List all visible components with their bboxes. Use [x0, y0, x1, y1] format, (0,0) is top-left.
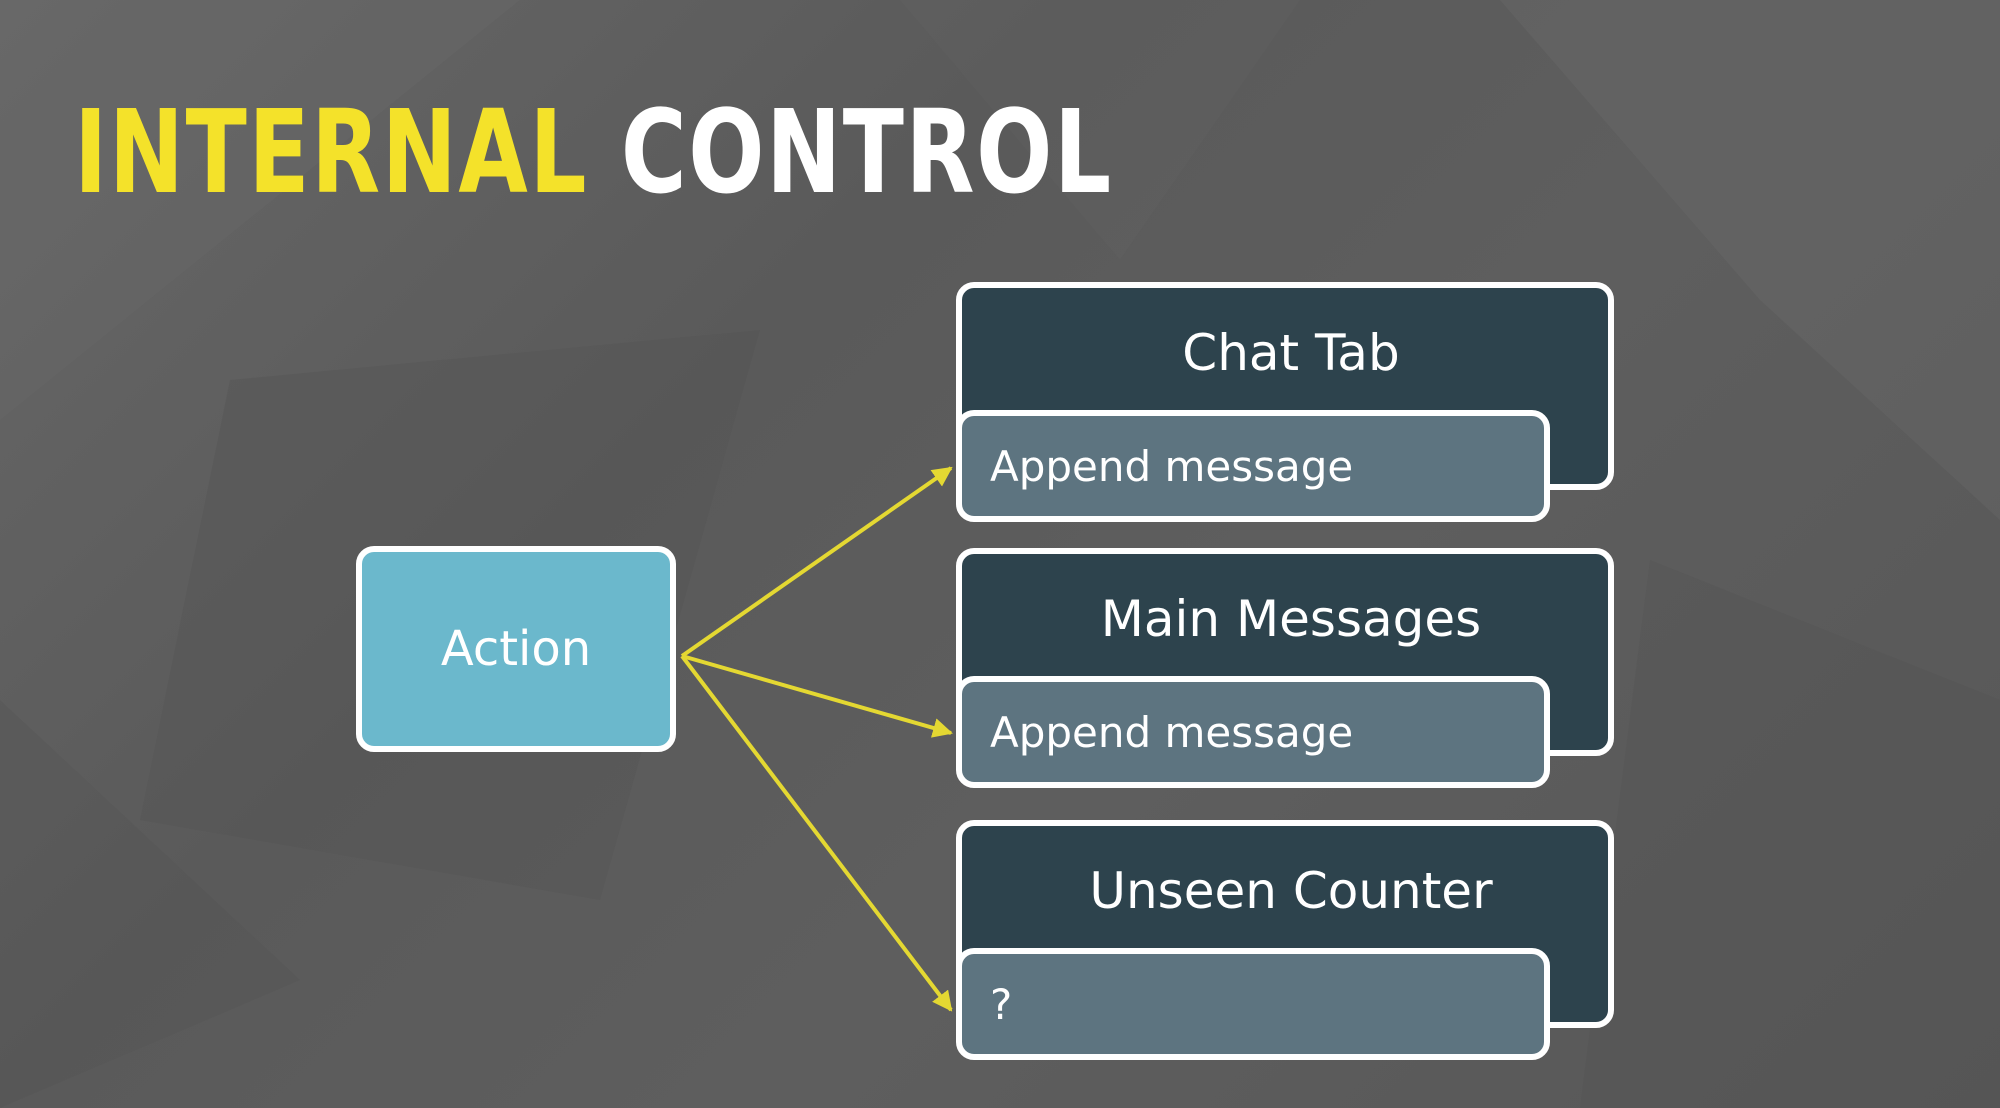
- action-label: Action: [440, 621, 592, 677]
- component-name: Main Messages: [1100, 590, 1482, 648]
- arrow-to-unseen-counter: [680, 654, 953, 1012]
- arrow-to-main-messages: [681, 654, 953, 738]
- component-name: Unseen Counter: [1089, 862, 1493, 920]
- component-method: ?: [956, 948, 1550, 1060]
- title-rest: CONTROL: [620, 86, 1113, 220]
- title-highlight: INTERNAL: [74, 86, 589, 220]
- component-unseen-counter: Unseen Counter ?: [956, 820, 1614, 1060]
- method-label: Append message: [990, 441, 1354, 491]
- component-method: Append message: [956, 676, 1550, 788]
- arrow-to-chat-tab: [680, 466, 953, 658]
- component-chat-tab: Chat Tab Append message: [956, 282, 1614, 522]
- component-main-messages: Main Messages Append message: [956, 548, 1614, 788]
- action-box: Action: [356, 546, 676, 752]
- method-label: ?: [990, 979, 1013, 1029]
- component-name: Chat Tab: [1182, 324, 1400, 382]
- slide-title: INTERNAL CONTROL: [74, 88, 1113, 218]
- method-label: Append message: [990, 707, 1354, 757]
- component-method: Append message: [956, 410, 1550, 522]
